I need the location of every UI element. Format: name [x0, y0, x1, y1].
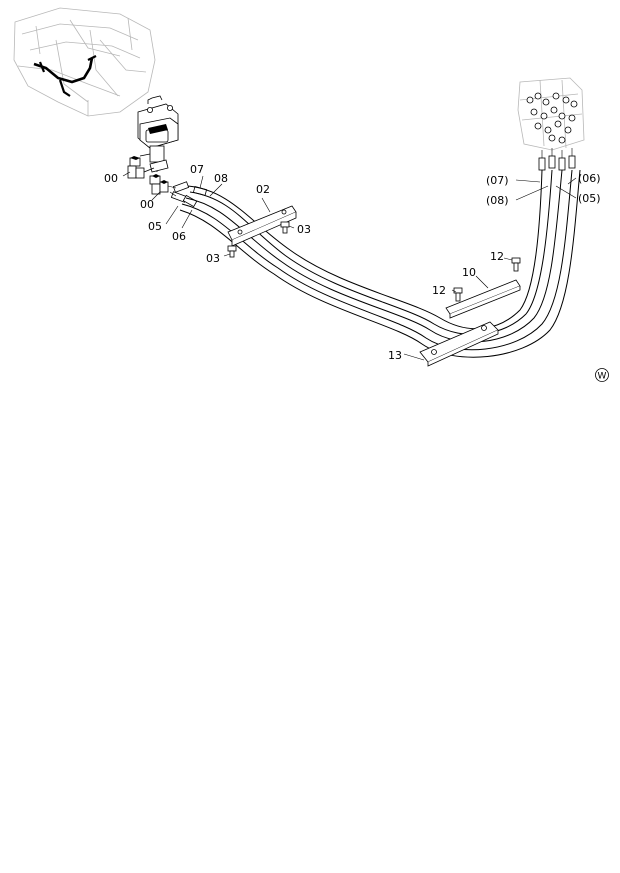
callout-00-lower: 00 — [140, 198, 154, 211]
callout-06-paren: (06) — [578, 172, 601, 185]
callout-labels: 00 00 05 06 07 08 02 03 03 10 12 12 13 (… — [104, 163, 601, 362]
callout-07: 07 — [190, 163, 204, 176]
fitting-00-upper — [127, 156, 155, 179]
callout-07-paren: (07) — [486, 174, 509, 187]
clamp-plate-02 — [227, 205, 297, 247]
bolt-12-right — [511, 257, 521, 272]
valve-fittings — [526, 92, 578, 144]
hose-end-fittings-right — [538, 148, 576, 171]
callout-00-upper: 00 — [104, 172, 118, 185]
callout-12-left: 12 — [432, 284, 446, 297]
callout-08-paren: (08) — [486, 194, 509, 207]
callout-05: 05 — [148, 220, 162, 233]
bolt-03-left — [227, 245, 237, 258]
callout-12-right: 12 — [490, 250, 504, 263]
leader-lines — [122, 171, 577, 361]
bolt-12-left — [453, 287, 463, 302]
machine-cab-outline — [13, 7, 156, 117]
pilot-valve-left — [137, 95, 179, 173]
plate-10 — [445, 279, 521, 319]
bolt-03-right — [280, 221, 290, 234]
callout-10: 10 — [462, 266, 476, 279]
plate-13 — [419, 321, 499, 367]
callout-13: 13 — [388, 349, 402, 362]
fitting-00-lower — [149, 174, 169, 195]
callout-06: 06 — [172, 230, 186, 243]
watermark-symbol: W — [595, 368, 609, 382]
callout-02: 02 — [256, 183, 270, 196]
callout-05-paren: (05) — [578, 192, 601, 205]
callout-03-right: 03 — [297, 223, 311, 236]
cab-harness — [33, 55, 97, 97]
control-valve-right — [517, 77, 585, 171]
callout-08: 08 — [214, 172, 228, 185]
watermark-letter: W — [598, 372, 607, 382]
callout-03-left: 03 — [206, 252, 220, 265]
